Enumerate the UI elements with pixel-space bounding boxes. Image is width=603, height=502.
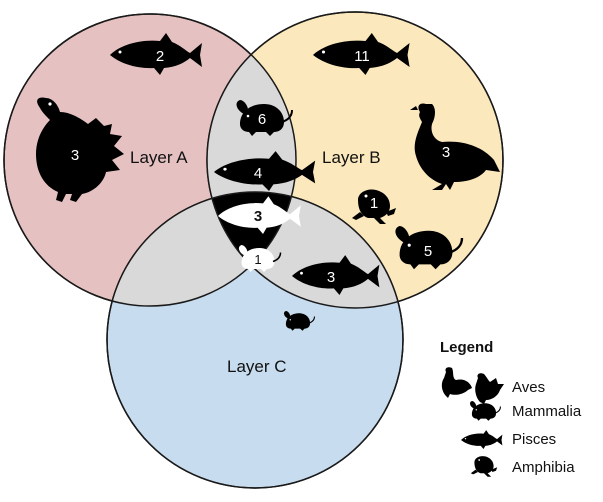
count-a-only-aves: 3	[71, 147, 79, 164]
count-b-only-mammalia: 5	[424, 243, 432, 260]
frog-icon	[471, 456, 497, 477]
rodent-icon	[470, 401, 501, 421]
count-b-only-pisces: 11	[354, 48, 370, 65]
count-b-c-pisces: 3	[327, 269, 335, 286]
legend-label-aves: Aves	[512, 379, 545, 396]
legend: Legend Aves Mammalia Pisces Amphibia	[440, 339, 582, 477]
legend-title: Legend	[440, 339, 493, 356]
count-a-b-pisces: 4	[254, 165, 262, 182]
layer-c-label: Layer C	[227, 357, 287, 376]
bird-icon	[442, 367, 504, 404]
legend-label-mammalia: Mammalia	[512, 403, 582, 420]
count-a-b-mammalia: 6	[258, 111, 266, 128]
fish-icon	[461, 430, 502, 449]
layer-a-label: Layer A	[130, 148, 188, 167]
count-b-only-amphibia: 1	[370, 195, 378, 212]
legend-label-pisces: Pisces	[512, 431, 556, 448]
count-a-b-c-mammalia: 1	[254, 252, 261, 267]
legend-label-amphibia: Amphibia	[512, 459, 575, 476]
count-a-b-c-pisces: 3	[254, 208, 262, 225]
count-a-only-pisces: 2	[156, 48, 164, 65]
layer-b-label: Layer B	[322, 148, 381, 167]
count-b-only-aves: 3	[442, 144, 450, 161]
